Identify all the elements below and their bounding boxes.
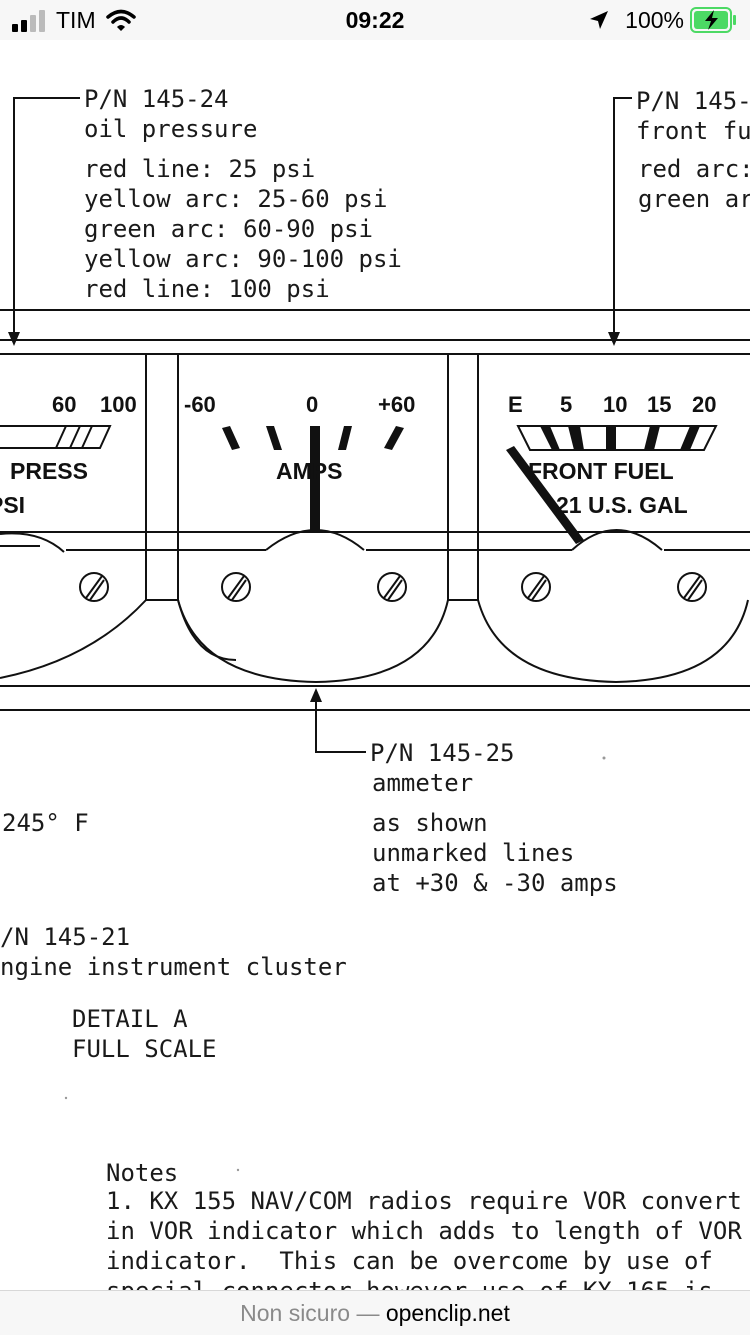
browser-address-bar[interactable]: Non sicuro — openclip.net (0, 1290, 750, 1335)
front-fuel-spec-line: red arc: (638, 155, 750, 183)
front-fuel-spec-line: green ar (638, 185, 750, 213)
spec-line: green arc: 60-90 psi (84, 215, 373, 243)
status-bar: TIM 09:22 100% (0, 0, 750, 40)
ammeter-spec-line: unmarked lines (372, 839, 575, 867)
amps-gauge-label: AMPS (276, 458, 343, 484)
notes-line: 1. KX 155 NAV/COM radios require VOR con… (106, 1187, 742, 1215)
ammeter-spec-line: as shown (372, 809, 488, 837)
cellular-signal-icon (12, 10, 45, 32)
spec-line: yellow arc: 25-60 psi (84, 185, 388, 213)
amps-scale-plus60: +60 (378, 392, 416, 417)
fuel-scale-e: E (508, 392, 523, 417)
front-fuel-name: front fu (636, 117, 750, 145)
amps-scale-minus60: -60 (184, 392, 216, 417)
oil-pressure-spec-list: red line: 25 psi yellow arc: 25-60 psi g… (84, 154, 402, 304)
cluster-name: ngine instrument cluster (0, 953, 347, 981)
domain-name[interactable]: openclip.net (385, 1300, 510, 1326)
instrument-cluster-drawing (0, 97, 750, 1172)
oil-scale-100: 100 (100, 392, 137, 417)
fuel-gauge-capacity: 21 U.S. GAL (556, 492, 688, 518)
address-separator: — (356, 1300, 380, 1326)
detail-scale: FULL SCALE (72, 1035, 217, 1063)
spec-line: red line: 100 psi (84, 275, 330, 303)
wifi-icon (106, 9, 136, 31)
front-fuel-pn: P/N 145- (636, 87, 750, 115)
cluster-pn: /N 145-21 (0, 923, 131, 951)
notes-line: special connector however use of KX 165 … (106, 1276, 713, 1290)
fuel-gauge-label: FRONT FUEL (528, 458, 674, 484)
oil-scale-60: 60 (52, 392, 77, 417)
carrier-name: TIM (56, 7, 96, 33)
fuel-scale-20: 20 (692, 392, 717, 417)
oil-pressure-name: oil pressure (84, 115, 258, 143)
detail-title: DETAIL A (72, 1005, 188, 1033)
oil-pressure-pn: P/N 145-24 (84, 85, 229, 113)
ammeter-spec-line: at +30 & -30 amps (372, 869, 618, 897)
battery-percentage: 100% (625, 7, 684, 33)
location-arrow-icon (590, 11, 608, 29)
notes-title: Notes (106, 1159, 179, 1187)
spec-line: yellow arc: 90-100 psi (84, 245, 402, 273)
fuel-scale-10: 10 (603, 392, 628, 417)
amps-scale-0: 0 (306, 392, 319, 417)
security-indicator: Non sicuro (240, 1300, 351, 1326)
fuel-scale-15: 15 (647, 392, 672, 417)
spec-line: red line: 25 psi (84, 155, 316, 183)
oil-gauge-unit: PSI (0, 492, 26, 518)
ammeter-name: ammeter (372, 769, 474, 797)
document-viewer[interactable]: P/N 145-24 oil pressure red line: 25 psi… (0, 40, 750, 1290)
oil-gauge-label: PRESS (10, 458, 88, 484)
battery-charging-icon (690, 7, 736, 33)
clock: 09:22 (345, 7, 405, 33)
fuel-scale-5: 5 (560, 392, 573, 417)
notes-line: indicator. This can be overcome by use o… (106, 1247, 713, 1275)
temperature-spec: 245° F (2, 809, 89, 837)
notes-line: in VOR indicator which adds to length of… (106, 1217, 742, 1245)
ammeter-pn: P/N 145-25 (370, 739, 515, 767)
